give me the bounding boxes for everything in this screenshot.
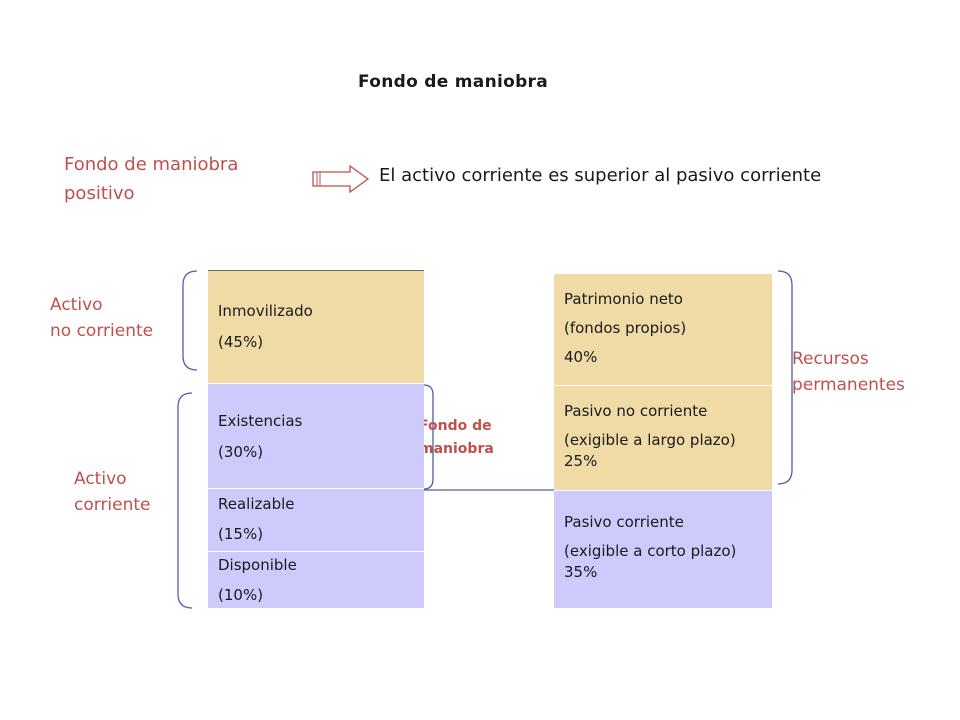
liability-pct: 35% <box>564 563 598 581</box>
brace-fondo-maniobra <box>423 384 434 490</box>
liability-block-pasivo-corriente: Pasivo corriente (exigible a corto plazo… <box>554 491 772 608</box>
label-recursos-permanentes: Recursos permanentes <box>792 349 905 395</box>
liability-pct: 40% <box>564 348 598 366</box>
asset-pct: (30%) <box>218 443 264 461</box>
slide-title: Fondo de maniobra <box>358 72 549 92</box>
liability-name: Pasivo corriente <box>564 513 684 531</box>
asset-block-disponible: Disponible (10%) <box>208 552 424 608</box>
bracket-activo-corriente <box>177 392 193 609</box>
label-activo-no-corriente: Activo no corriente <box>50 295 154 341</box>
liability-name: Patrimonio neto <box>564 290 683 308</box>
liability-block-patrimonio-neto: Patrimonio neto (fondos propios) 40% <box>554 274 772 385</box>
asset-name: Realizable <box>218 495 295 513</box>
positive-working-capital-label: Fondo de maniobra positivo <box>64 154 239 204</box>
asset-pct: (10%) <box>218 586 264 604</box>
asset-pct: (15%) <box>218 525 264 543</box>
label-fondo-de-maniobra: Fondo de maniobra <box>419 418 494 457</box>
liability-detail: (exigible a corto plazo) <box>564 542 737 560</box>
bracket-recursos-permanentes <box>777 270 793 485</box>
liability-name: Pasivo no corriente <box>564 402 708 420</box>
asset-name: Inmovilizado <box>218 302 313 320</box>
liability-block-pasivo-no-corriente: Pasivo no corriente (exigible a largo pl… <box>554 386 772 490</box>
statement-text: El activo corriente es superior al pasiv… <box>379 165 822 186</box>
asset-name: Disponible <box>218 556 297 574</box>
asset-block-inmovilizado: Inmovilizado (45%) <box>208 270 424 383</box>
liability-detail: (fondos propios) <box>564 319 687 337</box>
liability-pct: 25% <box>564 452 598 470</box>
right-arrow-icon <box>312 164 370 194</box>
asset-block-realizable: Realizable (15%) <box>208 489 424 551</box>
label-activo-corriente: Activo corriente <box>74 469 151 515</box>
asset-block-existencias: Existencias (30%) <box>208 384 424 488</box>
asset-name: Existencias <box>218 412 303 430</box>
bracket-activo-no-corriente <box>182 270 198 371</box>
liability-detail: (exigible a largo plazo) <box>564 431 736 449</box>
asset-pct: (45%) <box>218 333 264 351</box>
